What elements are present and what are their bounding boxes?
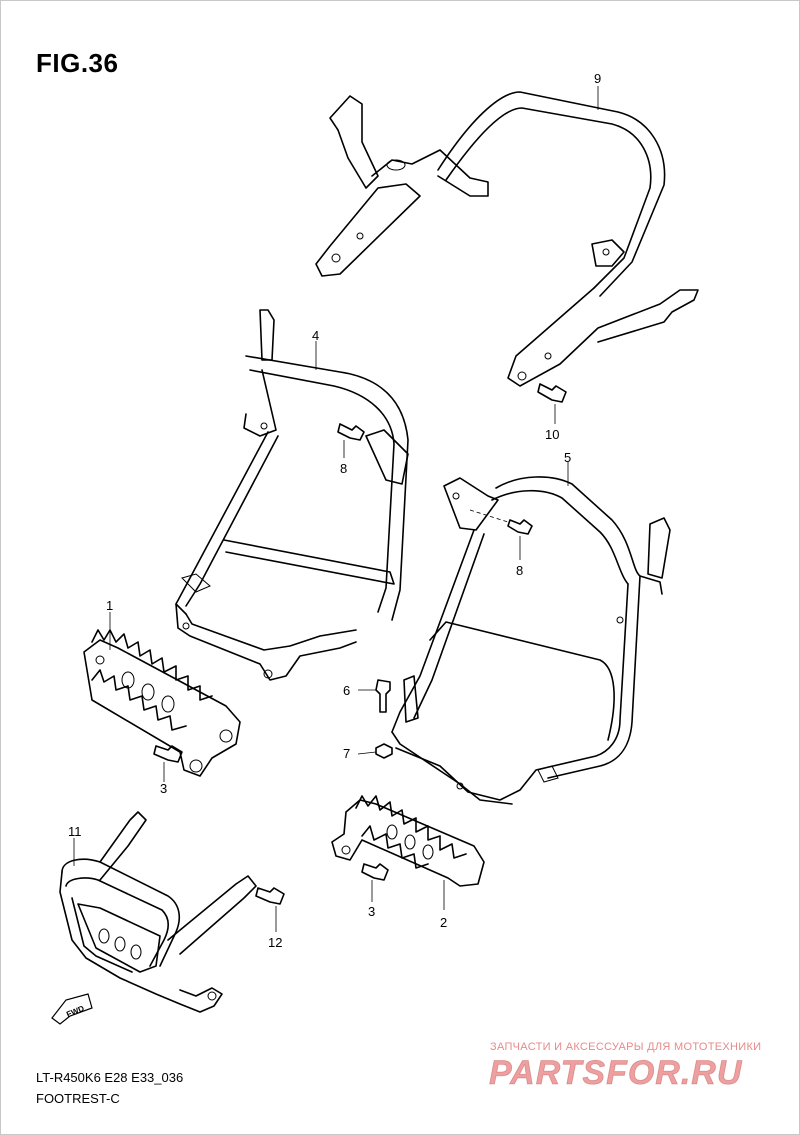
callout-4: 4 <box>312 328 320 343</box>
callout-7: 7 <box>343 746 351 761</box>
bolt-10 <box>537 383 567 424</box>
part-5-right-footrest-frame <box>391 476 671 805</box>
bolt-3-left <box>153 745 183 782</box>
leader-lines <box>73 86 599 910</box>
watermark-tagline: ЗАПЧАСТИ И АКСЕССУАРЫ ДЛЯ МОТОТЕХНИКИ <box>490 1041 762 1053</box>
bolt-6 <box>358 679 391 713</box>
figure-caption: FOOTREST-C <box>36 1091 120 1106</box>
part-2-right-footpeg <box>331 795 485 887</box>
part-1-left-footpeg <box>83 629 241 777</box>
part-9-rear-bar <box>315 91 699 387</box>
callout-11: 11 <box>68 824 82 839</box>
nut-7 <box>357 743 393 759</box>
callout-10: 10 <box>545 427 560 442</box>
watermark-logo-text: PARTSFOR.RU <box>489 1054 743 1092</box>
part-11-front-bumper <box>59 811 257 1013</box>
watermark-logo: PARTSFOR.RU <box>489 1054 743 1093</box>
callout-1: 1 <box>106 598 114 613</box>
figure-title: FIG.36 <box>36 48 119 78</box>
callout-12: 12 <box>268 935 283 950</box>
callout-3-right: 3 <box>368 904 376 919</box>
model-code: LT-R450K6 E28 E33_036 <box>36 1070 184 1085</box>
bolt-8-upper <box>337 423 365 458</box>
callout-8-lower: 8 <box>516 563 524 578</box>
bolt-3-right <box>361 863 389 902</box>
part-4-left-footrest-frame <box>175 309 409 681</box>
callout-2: 2 <box>440 915 448 930</box>
bolt-8-lower <box>469 509 533 560</box>
fwd-arrow-icon: FWD <box>51 993 93 1025</box>
bolts <box>153 383 567 932</box>
callout-8-upper: 8 <box>340 461 348 476</box>
callout-3-left: 3 <box>160 781 168 796</box>
callout-6: 6 <box>343 683 351 698</box>
bolt-12 <box>255 887 285 932</box>
callout-5: 5 <box>564 450 572 465</box>
callout-9: 9 <box>594 71 602 86</box>
